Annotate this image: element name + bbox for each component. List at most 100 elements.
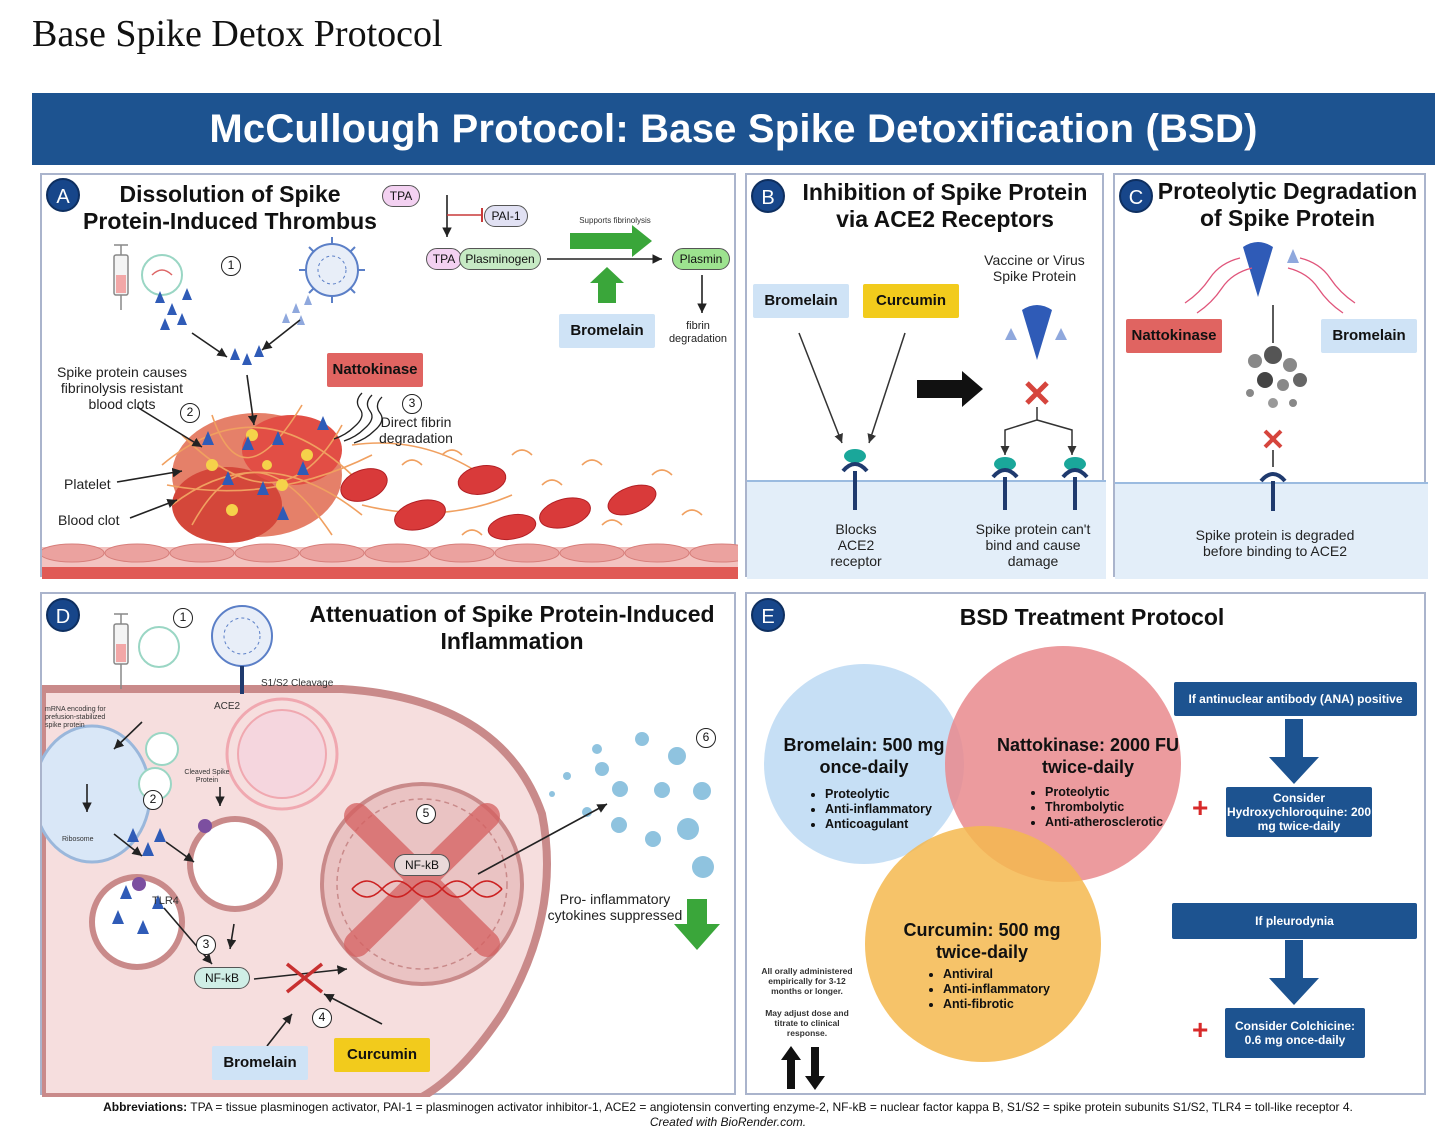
syringe-icon-d	[113, 613, 129, 689]
curcumin-property: Anti-inflammatory	[943, 982, 1050, 997]
panel-c-badge: C	[1119, 179, 1153, 213]
panel-c: C Proteolytic Degradation of Spike Prote…	[1113, 173, 1428, 579]
step-d6-marker: 6	[696, 728, 716, 748]
panel-b-illustration	[747, 305, 1106, 579]
virus-icon	[299, 237, 365, 303]
hydroxychloroquine-box: Consider Hydroxychloroquine: 200 mg twic…	[1226, 787, 1372, 837]
virus-icon-d	[211, 605, 273, 694]
bromelain-tag-d: Bromelain	[212, 1046, 308, 1080]
step-d4-marker: 4	[312, 1008, 332, 1028]
black-arrow-icon	[917, 371, 983, 407]
banner-title: McCullough Protocol: Base Spike Detoxifi…	[32, 93, 1435, 165]
curcumin-property: Anti-fibrotic	[943, 997, 1050, 1012]
ace2-receptor-icon	[841, 449, 1089, 510]
curcumin-properties: Antiviral Anti-inflammatory Anti-fibroti…	[929, 967, 1050, 1012]
tpa-pill: TPA	[382, 185, 420, 207]
nfkb-pill-nucleus: NF-kB	[394, 854, 450, 876]
nattokinase-property: Anti-atherosclerotic	[1045, 815, 1163, 830]
degraded-label: Spike protein is degraded before binding…	[1195, 527, 1355, 559]
bromelain-dose: Bromelain: 500 mg once-daily	[783, 735, 945, 777]
panel-b-badge: B	[751, 179, 785, 213]
inhibition-x-icon	[1025, 381, 1049, 405]
nattokinase-properties: Proteolytic Thrombolytic Anti-atheroscle…	[1031, 785, 1163, 830]
ace2-receptor-icon-c	[1259, 472, 1287, 511]
spike-clot-note: Spike protein causes fibrinolysis resist…	[57, 364, 187, 412]
step-3-marker: 3	[402, 394, 422, 414]
spike-protein-icon-c	[1243, 242, 1299, 297]
up-arrow-icon	[781, 1046, 801, 1089]
panel-b: B Inhibition of Spike Protein via ACE2 R…	[745, 173, 1106, 579]
plus-icon: +	[1192, 792, 1209, 823]
plasminogen-pill: Plasminogen	[459, 248, 541, 270]
platelet-label: Platelet	[64, 476, 111, 492]
bromelain-property: Proteolytic	[825, 787, 932, 802]
ribosome-label: Ribosome	[62, 836, 94, 843]
panel-a-title: Dissolution of Spike Protein-Induced Thr…	[83, 181, 377, 234]
step-2-marker: 2	[180, 403, 200, 423]
abbreviations: Abbreviations: TPA = tissue plasminogen …	[0, 1100, 1456, 1114]
panel-a-badge: A	[46, 178, 80, 212]
step-d3-marker: 3	[196, 935, 216, 955]
step-d2-marker: 2	[143, 790, 163, 810]
panel-d-illustration	[42, 605, 720, 1097]
curcumin-tag-b: Curcumin	[863, 284, 959, 318]
nattokinase-property: Proteolytic	[1045, 785, 1163, 800]
curcumin-tag-d: Curcumin	[334, 1038, 430, 1072]
curcumin-dose: Curcumin: 500 mg twice-daily	[903, 920, 1061, 962]
abbreviations-text: TPA = tissue plasminogen activator, PAI-…	[190, 1100, 1353, 1114]
vaccine-spike-label: Vaccine or Virus Spike Protein	[984, 252, 1085, 284]
bromelain-tag-c: Bromelain	[1321, 319, 1417, 353]
s1s2-label: S1/S2 Cleavage	[261, 678, 334, 689]
biorender-credit: Created with BioRender.com.	[649, 1115, 807, 1129]
panel-c-title: Proteolytic Degradation of Spike Protein	[1157, 178, 1418, 231]
blood-clot-label: Blood clot	[58, 512, 120, 528]
bromelain-property: Anticoagulant	[825, 817, 932, 832]
spike-protein-icon-b	[1005, 305, 1067, 360]
panel-e-badge: E	[751, 598, 785, 632]
curcumin-property: Antiviral	[943, 967, 1050, 982]
titrate-note: May adjust dose and titrate to clinical …	[765, 1008, 849, 1038]
ana-condition: If antinuclear antibody (ANA) positive	[1174, 682, 1417, 716]
direct-fibrin-label: Direct fibrin degradation	[379, 414, 453, 446]
inhibition-x-icon-d	[344, 803, 500, 957]
nattokinase-tag-c: Nattokinase	[1126, 319, 1222, 353]
panel-e: E BSD Treatment Protocol Bromelain: 500 …	[745, 592, 1426, 1095]
panel-a: A Dissolution of Spike Protein-Induced T…	[40, 173, 738, 579]
green-down-arrow-icon	[674, 899, 720, 950]
abbreviations-label: Abbreviations:	[103, 1100, 188, 1114]
dna-icon	[351, 880, 503, 898]
panel-b-title: Inhibition of Spike Protein via ACE2 Rec…	[802, 179, 1088, 232]
panel-e-title: BSD Treatment Protocol	[959, 604, 1225, 630]
ace2-label-d: ACE2	[214, 701, 241, 712]
step-d1-marker: 1	[173, 608, 193, 628]
down-arrow-icon	[805, 1047, 825, 1090]
supports-fibrinolysis-label: Supports fibrinolysis	[579, 216, 651, 225]
bromelain-property: Anti-inflammatory	[825, 802, 932, 817]
plus-icon: +	[1192, 1014, 1209, 1045]
panel-d-title: Attenuation of Spike Protein-Induced Inf…	[309, 601, 715, 654]
bromelain-tag-a: Bromelain	[559, 314, 655, 348]
panel-d: D Attenuation of Spike Protein-Induced I…	[40, 592, 736, 1097]
panel-c-illustration	[1115, 242, 1428, 579]
red-blood-cell-icon	[340, 465, 657, 541]
blood-clot-icon	[161, 404, 513, 543]
green-arrow-icon	[570, 225, 652, 303]
nattokinase-dose: Nattokinase: 2000 FU twice-daily	[996, 735, 1180, 777]
plasmin-pill: Plasmin	[672, 248, 730, 270]
panel-a-illustration	[42, 195, 738, 579]
pai1-pill: PAI-1	[484, 205, 528, 227]
inhibition-x-icon-c	[1263, 429, 1283, 449]
step-1-marker: 1	[221, 256, 241, 276]
spike-protein-icon-d	[112, 828, 166, 934]
bromelain-tag-b: Bromelain	[753, 284, 849, 318]
duration-note: All orally administered empirically for …	[761, 966, 853, 996]
nattokinase-property: Thrombolytic	[1045, 800, 1163, 815]
fibrin-degradation-label: fibrin degradation	[668, 320, 728, 345]
cant-bind-label: Spike protein can't bind and cause damag…	[975, 521, 1091, 569]
mrna-label: mRNA encoding for prefusion-stabilized s…	[45, 706, 106, 729]
tpa-bound-pill: TPA	[426, 248, 462, 270]
pleurodynia-condition: If pleurodynia	[1172, 903, 1417, 939]
bromelain-properties: Proteolytic Anti-inflammatory Anticoagul…	[811, 787, 932, 832]
nfkb-pill-cytoplasm: NF-kB	[194, 967, 250, 989]
colchicine-box: Consider Colchicine: 0.6 mg once-daily	[1225, 1008, 1365, 1058]
